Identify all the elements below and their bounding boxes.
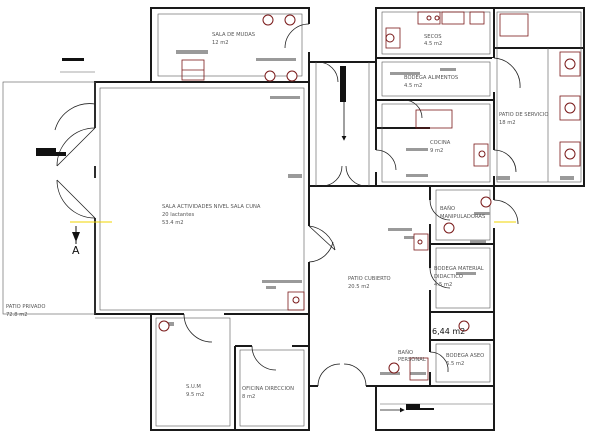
label-bano-personal-sub: PERSONAL [398,357,426,363]
area-bodega-alimentos: 4.5 m2 [404,83,422,89]
area-bodega-material: 4.5 m2 [434,282,452,288]
label-patio-cubierto: PATIO CUBIERTO [348,276,391,282]
label-patio-privado: PATIO PRIVADO [6,304,45,310]
dimension-label: 6,44 m2 [432,327,465,336]
label-bodega-material: BODEGA MATERIAL [434,266,484,272]
area-patio-privado: 72.8 m2 [6,312,28,318]
label-sala-mudas: SALA DE MUDAS [212,32,255,38]
capacity-sala-actividades: 20 lactantes [162,212,194,218]
label-cocina: COCINA [430,140,451,146]
label-sala-actividades: SALA ACTIVIDADES NIVEL SALA CUNA [162,204,261,210]
label-bodega-aseo: BODEGA ASEO [446,353,484,359]
area-cocina: 9 m2 [430,148,443,154]
label-bano-manipuladoras: BAÑO [440,205,455,212]
area-oficina: 8 m2 [242,394,255,400]
solid-marks [36,58,434,410]
section-marker-label: A [72,244,80,257]
area-sala-mudas: 12 m2 [212,40,229,46]
label-bano-manipuladoras-sub: MANIPULADORAS [440,214,485,220]
counters [181,11,581,381]
area-patio-servicio: 18 m2 [499,120,516,126]
label-bodega-alimentos: BODEGA ALIMENTOS [404,75,458,81]
area-bodega-aseo: 6.5 m2 [446,361,464,367]
room-labels: SALA DE MUDAS 12 m2 SECOS 4.5 m2 BODEGA … [6,32,549,400]
label-bano-personal: BAÑO [398,349,413,356]
area-sala-actividades: 53.4 m2 [162,220,184,226]
furniture [160,50,574,375]
label-bodega-material-sub: DIDACTICO [434,274,463,280]
openings [93,24,496,388]
area-patio-cubierto: 20.5 m2 [348,284,370,290]
area-sum: 9.5 m2 [186,392,204,398]
label-sum: S.U.M [186,384,201,390]
secondary-lines [2,11,582,427]
label-bodega-secos: SECOS [424,34,442,40]
walls [94,7,585,431]
fixtures [158,14,576,374]
section-line [70,102,516,413]
label-patio-servicio: PATIO DE SERVICIO [499,112,549,118]
door-swings [54,23,521,387]
area-bodega-secos: 4.5 m2 [424,41,442,47]
label-oficina: OFICINA DIRECCION [242,386,294,392]
